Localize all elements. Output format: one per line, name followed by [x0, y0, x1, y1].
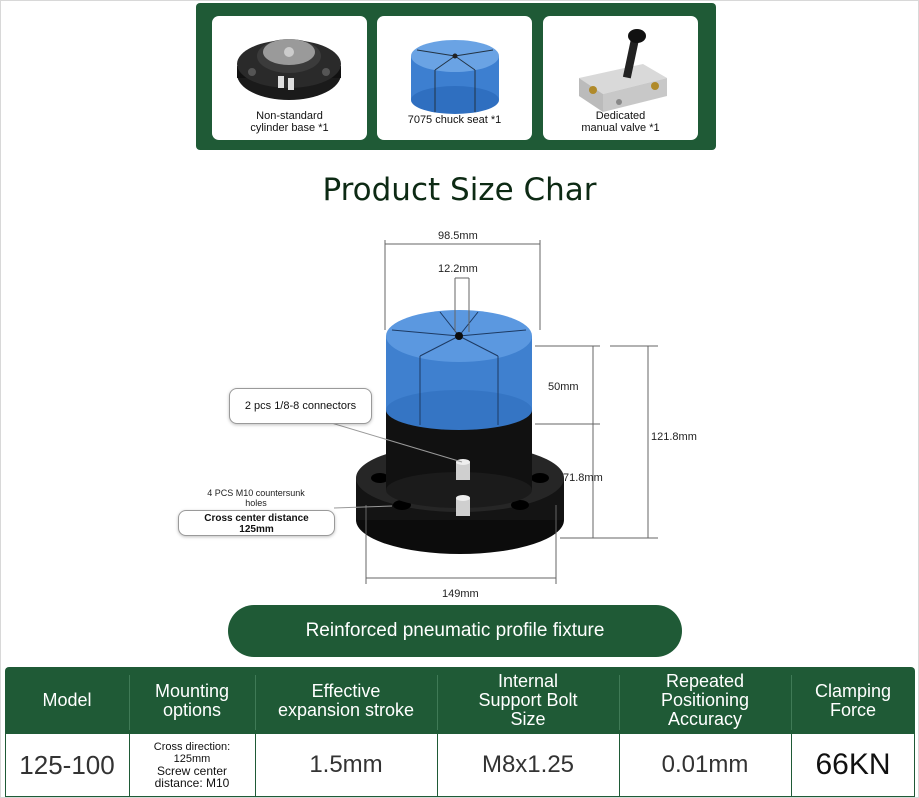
accessory-caption-line1: 7075 chuck seat *1 [407, 114, 502, 126]
header-divider [437, 675, 438, 730]
spec-table-header [5, 667, 915, 734]
header-model-line1: Model [42, 690, 92, 710]
cell-mounting-line2: 125mm [173, 753, 211, 765]
accessory-card-chuck-seat: 7075 chuck seat *1 [377, 16, 532, 140]
holes-callout-line2: holes [245, 498, 267, 508]
connectors-callout-text: 2 pcs 1/8-8 connectors [244, 400, 357, 412]
row-divider [437, 734, 438, 796]
accessory-caption-line2: manual valve *1 [581, 122, 660, 134]
accessory-caption-line1: Dedicated [595, 110, 646, 122]
dim-center-hole: 12.2mm [438, 263, 478, 275]
accessory-caption-line2: cylinder base *1 [250, 122, 329, 134]
cell-accuracy: 0.01mm [661, 751, 749, 778]
header-model: Model [5, 667, 129, 734]
header-divider [129, 675, 130, 730]
dim-base-height: 71.8mm [563, 472, 603, 484]
cell-mounting-line3: Screw center [156, 764, 227, 778]
cell-mounting-line1: Cross direction: [153, 741, 231, 753]
cell-force: 66KN [815, 748, 891, 781]
dim-base-width: 149mm [442, 588, 479, 600]
row-divider [791, 734, 792, 796]
dim-top-diameter: 98.5mm [438, 230, 478, 242]
row-divider [619, 734, 620, 796]
accessory-caption-line1: Non-standard [256, 110, 323, 122]
connectors-callout: 2 pcs 1/8-8 connectors [229, 388, 372, 424]
cross-distance-line2: 125mm [239, 524, 274, 535]
header-bolt-line3: Size [510, 709, 546, 729]
fixture-banner: Reinforced pneumatic profile fixture [228, 605, 682, 657]
cell-mounting: Cross direction: 125mm Screw center dist… [129, 734, 255, 796]
cell-bolt: M8x1.25 [481, 751, 575, 778]
holes-callout-line1: 4 PCS M10 countersunk [207, 488, 305, 498]
header-mounting-line2: options [162, 699, 222, 720]
dim-chuck-height: 50mm [548, 381, 579, 393]
row-divider [129, 734, 130, 796]
header-mounting-line1: Mounting [154, 680, 230, 701]
cell-stroke: 1.5mm [309, 751, 383, 778]
header-stroke-line1: Effective [311, 680, 381, 701]
connector-upper [456, 462, 470, 480]
manual-valve-image [579, 29, 667, 112]
header-divider [791, 675, 792, 730]
header-accuracy-line1: Repeated [665, 671, 745, 691]
header-accuracy-line3: Accuracy [667, 709, 743, 729]
connector-lower [456, 498, 470, 516]
spec-table-row [5, 734, 915, 797]
header-bolt-line1: Internal [497, 671, 559, 691]
row-divider [255, 734, 256, 796]
header-bolt-line2: Support Bolt [478, 690, 578, 710]
holes-callout: 4 PCS M10 countersunk holes [176, 488, 336, 508]
header-stroke-line2: expansion stroke [277, 699, 415, 720]
cross-distance-callout: Cross center distance 125mm [178, 510, 335, 536]
page-title: Product Size Char [322, 172, 597, 208]
cell-model: 125-100 [19, 749, 115, 780]
cylinder-base-image [237, 39, 341, 100]
header-divider [255, 675, 256, 730]
header-force-line1: Clamping [814, 680, 892, 701]
dimension-lines [297, 240, 658, 584]
header-divider [619, 675, 620, 730]
dim-total-height: 121.8mm [651, 431, 697, 443]
chuck-seat-image [411, 40, 499, 114]
cell-mounting-line4: distance: M10 [154, 776, 230, 790]
header-force-line2: Force [829, 699, 876, 720]
cross-distance-line1: Cross center distance [204, 513, 309, 524]
header-accuracy-line2: Positioning [660, 690, 750, 710]
